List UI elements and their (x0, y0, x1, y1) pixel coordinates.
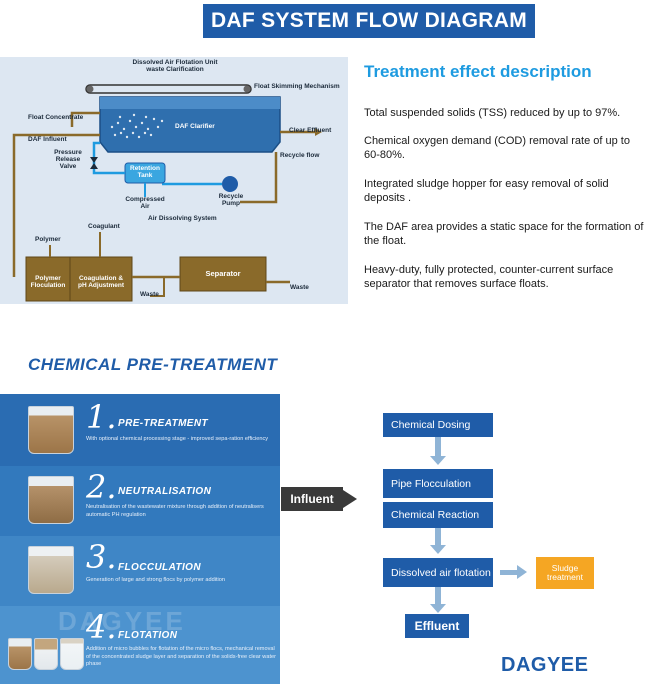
coagulation-tank (69, 256, 133, 302)
watermark: DAGYEE (58, 606, 186, 636)
step-number: 4. (86, 608, 117, 646)
label-coagulant: Coagulant (88, 223, 120, 230)
chemical-reaction-box: Chemical Reaction (383, 502, 493, 528)
label-polymer: Polymer (35, 236, 61, 243)
step-name: FLOTATION (118, 630, 178, 641)
float-layer (100, 97, 280, 109)
effects-title: Treatment effect description (364, 62, 592, 81)
page-title: DAF SYSTEM FLOW DIAGRAM (203, 4, 535, 38)
beaker-image (60, 638, 84, 670)
effect-item: Chemical oxygen demand (COD) removal rat… (364, 135, 630, 162)
effect-item: The DAF area provides a static space for… (364, 221, 644, 248)
skimmer-belt (85, 84, 252, 94)
diagram-heading: Dissolved Air Flotation Unit waste Clari… (90, 59, 260, 74)
separator-tank (179, 256, 267, 292)
recycle-pump (222, 176, 238, 192)
step-pretreatment: 1. PRE-TREATMENT With optional chemical … (0, 394, 280, 466)
step-description: With optional chemical processing stage … (86, 436, 269, 442)
label-float-skimming: Float Skimming Mechanism (254, 83, 340, 90)
daf-influent-pipe (12, 133, 100, 277)
step-neutralisation: 2. NEUTRALISATION Neutralisation of the … (0, 466, 280, 536)
beaker-image (8, 638, 32, 670)
effect-item: Total suspended solids (TSS) reduced by … (364, 107, 621, 119)
influent-arrow (343, 490, 357, 508)
sludge-treatment-box: Sludge treatment (536, 557, 594, 589)
beaker-image (34, 638, 58, 670)
pressurised-water-line (92, 141, 125, 175)
arrow-down-icon (430, 456, 446, 465)
arrow-shaft (435, 528, 441, 546)
step-flocculation: 3. FLOCCULATION Generation of large and … (0, 536, 280, 606)
label-waste-right: Waste (290, 284, 309, 291)
label-recycle-flow: Recycle flow (280, 152, 320, 159)
label-compressed-air: Compressed Air (125, 196, 165, 210)
step-number: 3. (86, 538, 117, 576)
effect-item: Heavy-duty, fully protected, counter-cur… (364, 264, 614, 291)
float-outlet-pipe (70, 111, 100, 127)
skimmer-roller (243, 85, 251, 93)
effect-item: Integrated sludge hopper for easy remova… (364, 178, 609, 205)
pipe-flocculation-box: Pipe Flocculation (383, 469, 493, 498)
arrow-shaft (435, 437, 441, 457)
label-daf-clarifier: DAF Clarifier (175, 123, 215, 130)
arrow-down-icon (430, 545, 446, 554)
beaker-image (28, 546, 74, 594)
step-description: Generation of large and strong flocs by … (86, 577, 225, 583)
air-bubbles (110, 113, 164, 139)
pressure-release-valve (90, 157, 98, 169)
arrow-shaft (435, 587, 441, 605)
pretreatment-title: CHEMICAL PRE-TREATMENT (28, 355, 278, 374)
label-coagulation-ph: Coagulation & pH Adjustment (78, 275, 124, 289)
step-description: Neutralisation of the wastewater mixture… (86, 504, 264, 518)
label-polymer-flocculation: Polymer Floculation (30, 275, 66, 289)
step-name: NEUTRALISATION (118, 486, 212, 497)
effluent-arrow (315, 128, 322, 136)
skimmer-roller (86, 85, 94, 93)
effluent-box: Effluent (405, 614, 469, 638)
influent-box: Influent (281, 487, 343, 511)
brand-logo: DAGYEE (501, 654, 589, 676)
step-description: Addition of micro bubbles for flotation … (86, 646, 276, 668)
daf-diagram-drawing (12, 84, 322, 302)
label-float-concentrate: Float Concentrate (28, 114, 84, 121)
label-recycle-pump: Recycle Pump (218, 193, 244, 207)
recycle-pipe (240, 152, 278, 204)
label-pressure-release-valve: Pressure Release Valve (54, 149, 82, 170)
label-waste-left: Waste (140, 291, 159, 298)
arrow-shaft (500, 570, 518, 575)
step-name: PRE-TREATMENT (118, 418, 209, 429)
label-daf-influent: DAF Influent (28, 136, 67, 143)
step-flotation: DAGYEE 4. FLOTATION Addition of micro bu… (0, 606, 280, 684)
label-clear-effluent: Clear Effluent (289, 127, 332, 134)
daf-diagram: Dissolved Air Flotation Unit waste Clari… (0, 57, 348, 304)
label-air-dissolving-system: Air Dissolving System (148, 215, 217, 222)
chemical-dosing-box: Chemical Dosing (383, 413, 493, 437)
label-retention-tank: Retention Tank (130, 165, 160, 179)
diagram-heading-line2: waste Clarification (146, 65, 204, 73)
step-number: 1. (86, 398, 117, 436)
arrow-down-icon (430, 604, 446, 613)
arrow-right-icon (517, 565, 527, 579)
step-number: 2. (86, 468, 117, 506)
step-name: FLOCCULATION (118, 562, 201, 573)
label-separator: Separator (205, 269, 241, 278)
diagram-heading-line1: Dissolved Air Flotation Unit (132, 59, 218, 66)
waste-pipe (150, 277, 165, 297)
beaker-image (28, 476, 74, 524)
beaker-image (28, 406, 74, 454)
dissolved-air-flotation-box: Dissolved air flotation (383, 558, 493, 587)
